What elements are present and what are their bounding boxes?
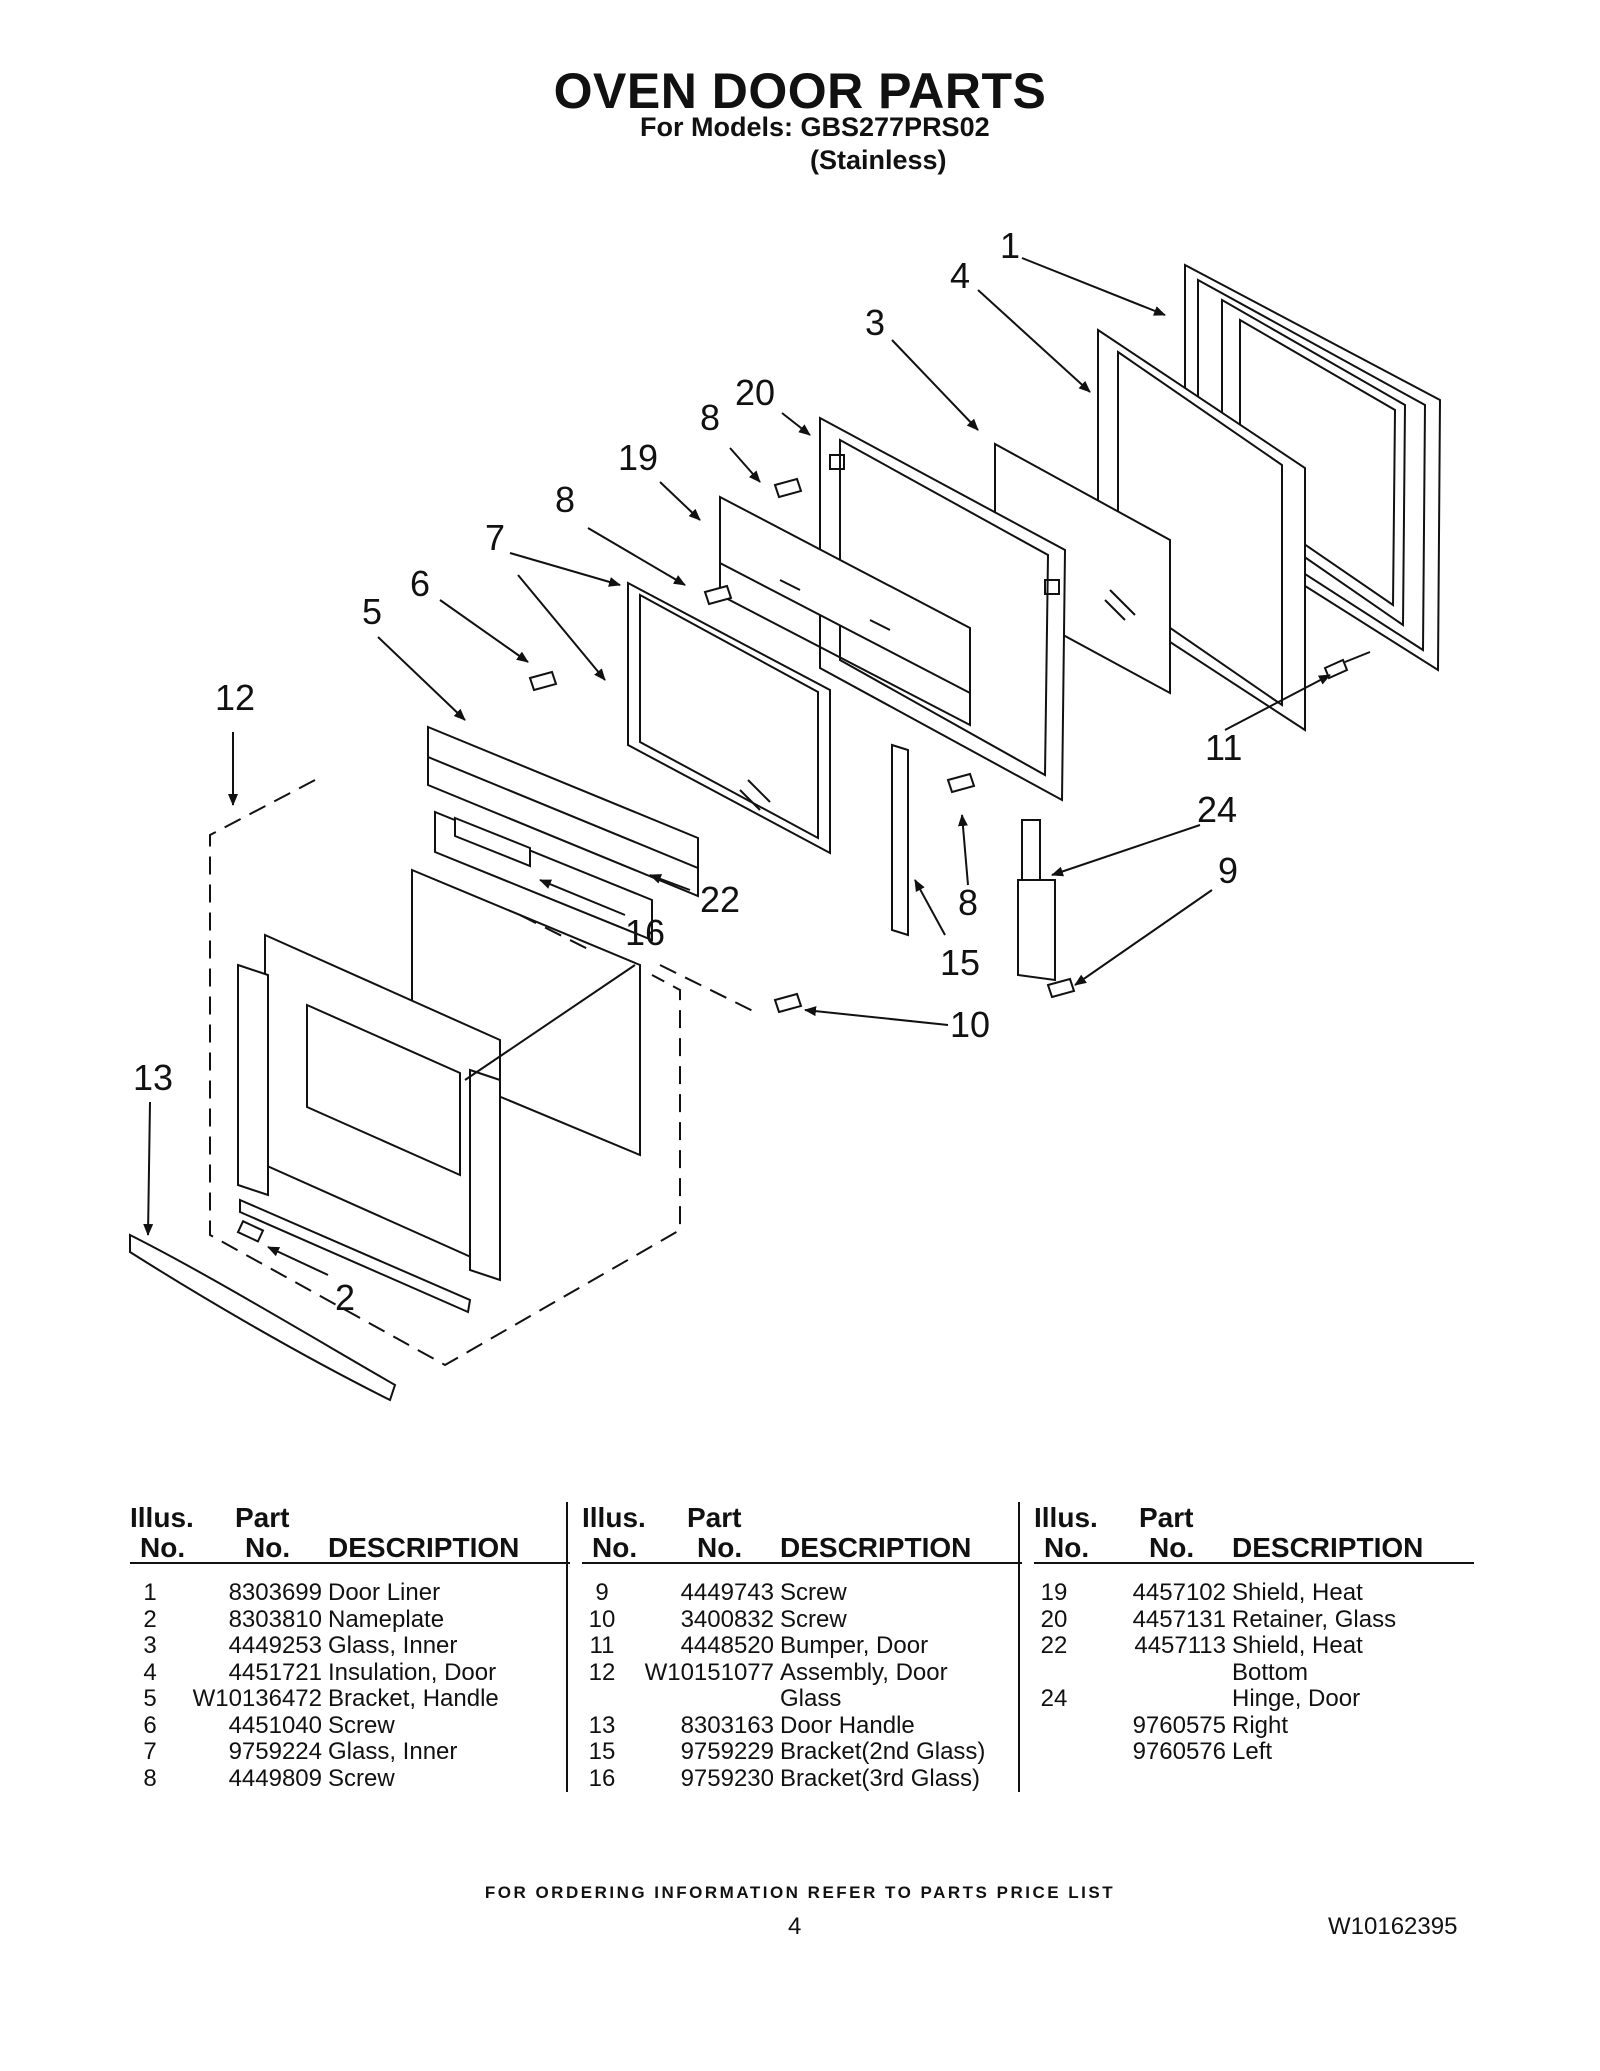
column-divider [566, 1502, 568, 1792]
illus-no-header: No. [140, 1532, 186, 1563]
callout-11: 11 [1205, 727, 1242, 768]
illus-header: Illus. [1034, 1502, 1098, 1533]
callout-9: 9 [1218, 850, 1238, 891]
exploded-parts-diagram: 1 4 3 20 8 19 8 7 6 5 12 11 24 9 22 16 8… [129, 225, 1442, 1402]
illus-no-header: No. [592, 1532, 638, 1563]
screw-part [773, 992, 803, 1014]
part-header: Part [235, 1502, 290, 1533]
bumper-part [1323, 651, 1371, 680]
table-row: Bottom [1232, 1658, 1309, 1686]
screw-part [703, 584, 733, 606]
door-handle-part [129, 1233, 397, 1402]
column-divider [1018, 1502, 1020, 1792]
callout-22: 22 [700, 879, 740, 920]
document-number: W10162395 [1328, 1913, 1458, 1940]
callout-12: 12 [215, 677, 255, 718]
nameplate-part [236, 1219, 265, 1243]
screw-part [1046, 977, 1076, 999]
table-header: Illus. No. Part No. DESCRIPTION [582, 1502, 1022, 1564]
callout-2: 2 [335, 1277, 355, 1318]
heat-shield-part [719, 495, 971, 727]
page-title: OVEN DOOR PARTS [553, 63, 1047, 119]
screw-part [773, 477, 803, 499]
table-header: Illus. No. Part No. DESCRIPTION [1034, 1502, 1474, 1564]
part-header: Part [687, 1502, 742, 1533]
description-header: DESCRIPTION [328, 1532, 520, 1563]
callout-19: 19 [618, 437, 658, 478]
assembly-boundary [209, 779, 756, 1367]
handle-bracket-part [427, 725, 699, 898]
bracket-3rd-glass-part [454, 816, 531, 868]
part-no-header: No. [697, 1532, 743, 1563]
callout-5: 5 [362, 591, 382, 632]
callout-15: 15 [940, 942, 980, 983]
description-header: DESCRIPTION [1232, 1532, 1424, 1563]
callout-16: 16 [625, 912, 665, 953]
screw-part [528, 670, 558, 692]
ordering-note: FOR ORDERING INFORMATION REFER TO PARTS … [484, 1883, 1116, 1902]
table-row: Glass [780, 1685, 842, 1712]
inner-glass-2-part [627, 581, 831, 855]
part-no-header: No. [245, 1532, 291, 1563]
leader-lines [143, 257, 1331, 1276]
callout-3: 3 [865, 302, 885, 343]
model-line: For Models: GBS277PRS02 [640, 112, 990, 142]
table-header: Illus. No. Part No. DESCRIPTION [130, 1502, 570, 1564]
finish-line: (Stainless) [810, 145, 947, 175]
screw-part [946, 772, 976, 794]
illus-header: Illus. [130, 1502, 194, 1533]
illus-header: Illus. [582, 1502, 646, 1533]
door-hinge-part [1017, 819, 1056, 982]
callout-8: 8 [958, 882, 978, 923]
part-header: Part [1139, 1502, 1194, 1533]
callout-8: 8 [555, 479, 575, 520]
callout-24: 24 [1197, 789, 1237, 830]
callout-4: 4 [950, 255, 970, 296]
callout-7: 7 [485, 517, 505, 558]
callout-10: 10 [950, 1004, 990, 1045]
callout-1: 1 [1000, 225, 1020, 266]
door-glass-assembly-part [237, 868, 641, 1314]
callout-8: 8 [700, 397, 720, 438]
description-header: DESCRIPTION [780, 1532, 972, 1563]
page-number: 4 [788, 1913, 802, 1940]
illus-no-header: No. [1044, 1532, 1090, 1563]
callout-6: 6 [410, 563, 430, 604]
part-no-header: No. [1149, 1532, 1195, 1563]
bracket-2nd-glass-part [891, 743, 909, 937]
callout-20: 20 [735, 372, 775, 413]
callout-13: 13 [133, 1057, 173, 1098]
